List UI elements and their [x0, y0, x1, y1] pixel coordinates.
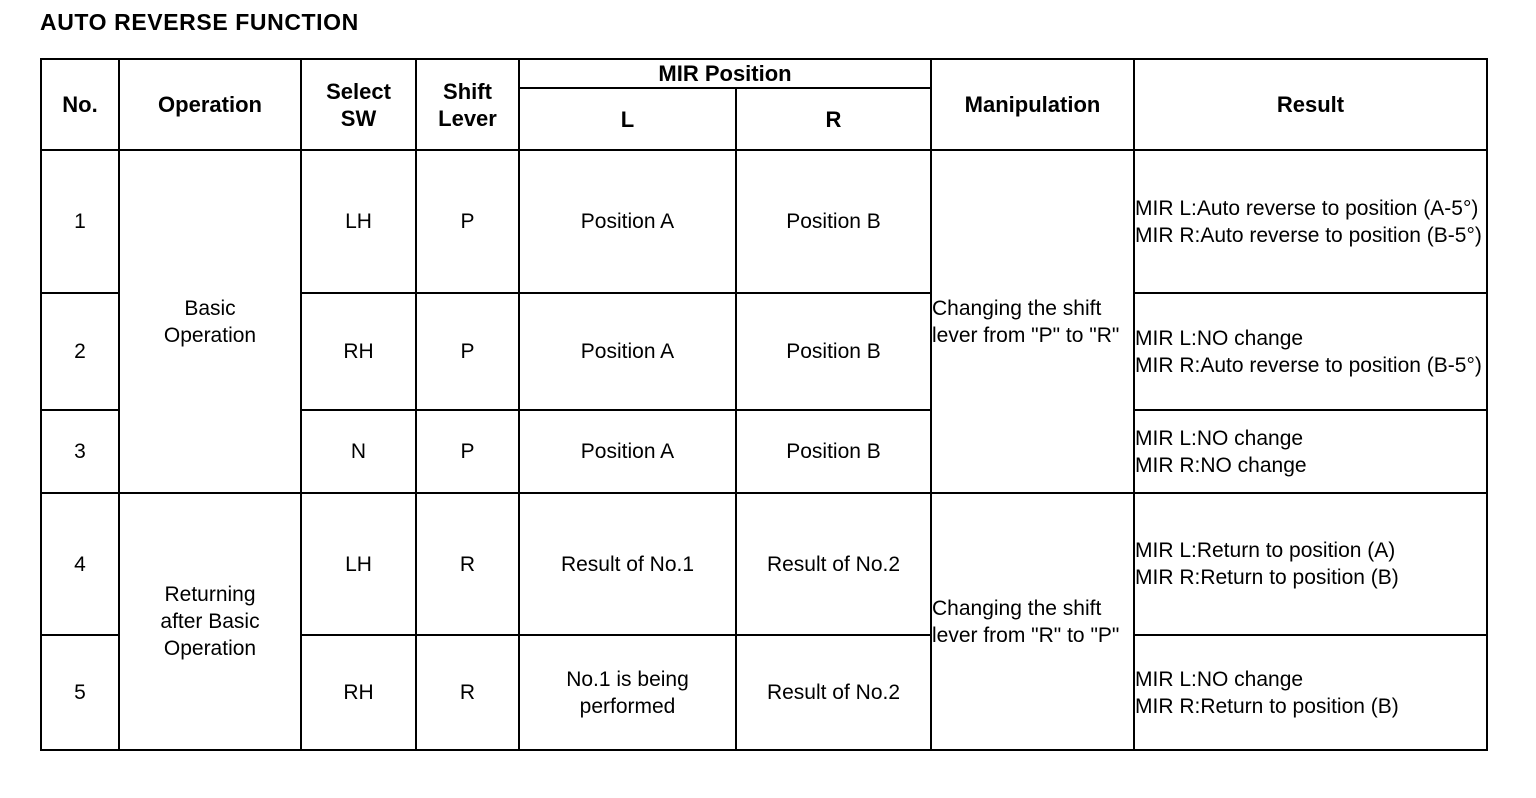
cell-mir-r: Position B [735, 292, 932, 411]
cell-manipulation-group-r-to-p: Changing the shift lever from "R" to "P" [930, 492, 1135, 751]
table-body: 1 Basic Operation LH P Position A Positi… [40, 149, 1488, 751]
result-line: MIR L:NO change [1135, 326, 1304, 350]
cell-result: MIR L:Auto reverse to position (A-5°) MI… [1133, 149, 1488, 294]
result-line: MIR R:NO change [1135, 453, 1307, 477]
column-header-select-sw-line1: Select [326, 78, 391, 104]
cell-mir-r: Result of No.2 [735, 492, 932, 636]
column-header-manipulation: Manipulation [930, 58, 1135, 151]
table-row: 5 RH R No.1 is being performed Result of… [40, 634, 1488, 751]
cell-no: 2 [40, 292, 120, 411]
cell-select-sw: N [300, 409, 417, 494]
cell-select-sw: RH [300, 292, 417, 411]
table-header: No. Operation Select SW Shift Lever MIR … [40, 58, 1488, 151]
column-header-mir-r: R [735, 87, 932, 151]
result-line: MIR R:Auto reverse to position (B-5°) [1135, 223, 1482, 247]
operation-line-2: Operation [163, 323, 257, 347]
cell-result: MIR L:NO change MIR R:NO change [1133, 409, 1488, 494]
cell-result: MIR L:NO change MIR R:Return to position… [1133, 634, 1488, 751]
cell-mir-l: Position A [518, 149, 737, 294]
cell-shift-lever: P [415, 292, 520, 411]
cell-manipulation-group-p-to-r: Changing the shift lever from "P" to "R" [930, 149, 1135, 494]
column-header-result: Result [1133, 58, 1488, 151]
auto-reverse-function-table: No. Operation Select SW Shift Lever MIR … [40, 58, 1488, 751]
column-header-shift-lever-line1: Shift [443, 78, 492, 104]
column-header-operation: Operation [118, 58, 302, 151]
column-header-shift-lever: Shift Lever [415, 58, 520, 151]
cell-result: MIR L:NO change MIR R:Auto reverse to po… [1133, 292, 1488, 411]
column-header-select-sw: Select SW [300, 58, 417, 151]
cell-no: 3 [40, 409, 120, 494]
table-row: 2 RH P Position A Position B MIR L:NO ch… [40, 292, 1488, 411]
cell-mir-r: Position B [735, 149, 932, 294]
cell-no: 1 [40, 149, 120, 294]
table-row: 1 Basic Operation LH P Position A Positi… [40, 149, 1488, 494]
cell-mir-l: Position A [518, 409, 737, 494]
column-header-mir-l: L [518, 87, 737, 151]
cell-shift-lever: R [415, 492, 520, 636]
table-row: 4 Returning after Basic Operation LH R R… [40, 492, 1488, 751]
result-line: MIR L:NO change [1135, 667, 1304, 691]
cell-operation-group-basic: Basic Operation [118, 149, 302, 494]
table-row: 3 N P Position A Position B MIR L:NO cha… [40, 409, 1488, 494]
operation-line-3: Operation [163, 637, 257, 660]
cell-mir-l: No.1 is being performed [518, 634, 737, 751]
operation-line-1: Returning [164, 583, 256, 606]
cell-mir-r: Position B [735, 409, 932, 494]
cell-no: 5 [40, 634, 120, 751]
operation-line-1: Basic [184, 296, 236, 320]
cell-mir-r: Result of No.2 [735, 634, 932, 751]
cell-shift-lever: R [415, 634, 520, 751]
cell-shift-lever: P [415, 149, 520, 294]
cell-no: 4 [40, 492, 120, 636]
column-header-select-sw-line2: SW [340, 105, 377, 131]
column-header-no: No. [40, 58, 120, 151]
cell-result: MIR L:Return to position (A) MIR R:Retur… [1133, 492, 1488, 636]
header-row-2: L R [41, 87, 1487, 151]
cell-mir-l: Result of No.1 [518, 492, 737, 636]
cell-select-sw: LH [300, 492, 417, 636]
result-line: MIR L:Auto reverse to position (A-5°) [1135, 196, 1479, 220]
cell-select-sw: RH [300, 634, 417, 751]
header-row-1: No. Operation Select SW Shift Lever MIR … [40, 58, 1488, 151]
column-header-shift-lever-line2: Lever [438, 105, 497, 131]
cell-select-sw: LH [300, 149, 417, 294]
cell-shift-lever: P [415, 409, 520, 494]
column-header-mir-position: MIR Position [518, 58, 932, 89]
result-line: MIR R:Auto reverse to position (B-5°) [1135, 353, 1482, 377]
result-line: MIR R:Return to position (B) [1135, 566, 1399, 589]
result-line: MIR L:Return to position (A) [1135, 539, 1396, 562]
cell-mir-l: Position A [518, 292, 737, 411]
result-line: MIR L:NO change [1135, 426, 1304, 450]
page-title: AUTO REVERSE FUNCTION [40, 9, 359, 35]
operation-line-2: after Basic [160, 610, 260, 633]
result-line: MIR R:Return to position (B) [1135, 694, 1399, 718]
cell-operation-group-returning: Returning after Basic Operation [118, 492, 302, 751]
